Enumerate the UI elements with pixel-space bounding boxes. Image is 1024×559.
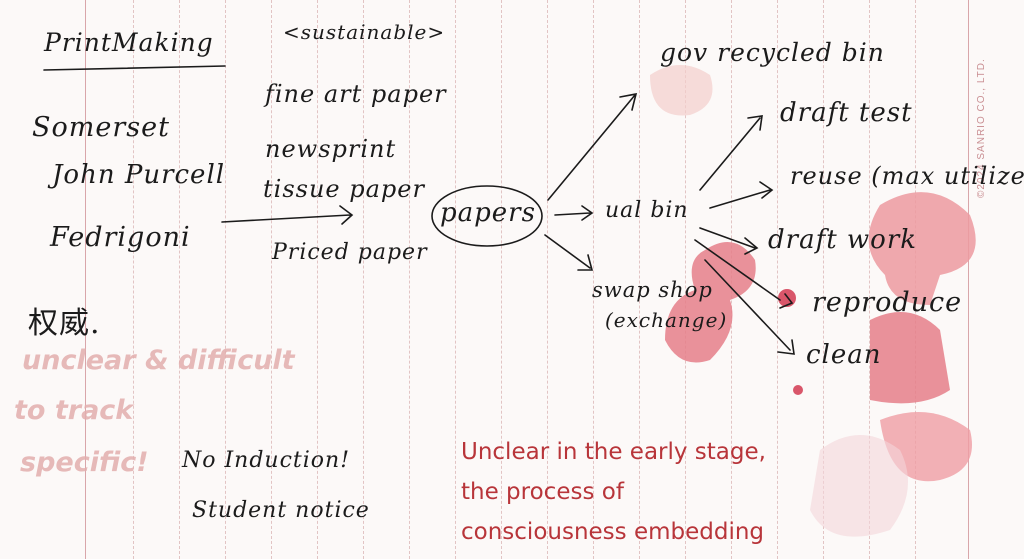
dest-swap-shop: swap shop [592,278,713,302]
dashed-line [225,0,226,559]
dashed-line [593,0,594,559]
strawberry-blob [868,192,976,305]
supplier-john-purcell: John Purcell [52,160,226,190]
dashed-line [501,0,502,559]
annotation-line-1: Unclear in the early stage, [461,439,766,465]
dashed-line [363,0,364,559]
dashed-line [271,0,272,559]
arrow-to-reuse [709,181,774,209]
arrow-to-draft-work [699,227,759,255]
use-reuse: reuse (max utilize) [790,162,1024,190]
dashed-line [133,0,134,559]
pink-note-line-2: to track [14,395,134,426]
pink-note-line-3: specific! [20,447,149,478]
arrow-to-ual [554,205,594,221]
use-draft-work: draft work [768,225,918,255]
dashed-line [409,0,410,559]
paper-type-priced: Priced paper [272,240,428,265]
annotation-text: Unclear in the early stage, the process … [461,432,766,552]
arrow-to-gov [547,92,638,201]
dashed-line [777,0,778,559]
use-reproduce: reproduce [812,287,963,318]
dress-blob [870,312,950,404]
note-no-induction: No Induction! [182,448,351,473]
annotation-line-2: the process of [461,479,624,505]
dashed-line [317,0,318,559]
bow-blob [665,242,756,363]
use-clean: clean [806,340,882,370]
arrow-to-clean [704,259,795,355]
note-student-notice: Student notice [192,498,370,523]
center-node-papers: papers [440,198,536,228]
arrow-to-draft-test [699,115,763,191]
annotation-line-3: consciousness embedding [461,519,765,545]
dashed-line [179,0,180,559]
sustainable-label: <sustainable> [283,20,446,44]
dest-swap-exchange: (exchange) [605,308,728,332]
use-draft-test: draft test [780,98,913,128]
right-margin-line [968,0,969,559]
dashed-line [869,0,870,559]
dot-blob [793,385,803,395]
paper-type-newsprint: newsprint [265,135,397,163]
arrow-to-reproduce [694,239,794,309]
dest-ual-bin: ual bin [605,198,689,223]
dest-gov-recycled-bin: gov recycled bin [660,38,885,67]
dashed-line [823,0,824,559]
chinese-note: 权威. [28,306,101,341]
paper-type-tissue: tissue paper [263,175,425,203]
margin-line [85,0,86,559]
papers-circle [431,185,543,247]
pink-note-line-1: unclear & difficult [22,345,295,376]
dashed-line [547,0,548,559]
title: PrintMaking [44,28,214,57]
strawberry-blob [650,65,713,116]
title-underline [43,65,226,71]
dashed-line [639,0,640,559]
arrow-to-papers [221,205,354,225]
paper-type-fine-art: fine art paper [265,80,447,108]
supplier-fedrigoni: Fedrigoni [50,222,191,253]
flower-blob [810,435,908,537]
supplier-somerset: Somerset [32,112,170,143]
dashed-line [455,0,456,559]
dashed-line [685,0,686,559]
arrow-to-swap [544,234,594,271]
